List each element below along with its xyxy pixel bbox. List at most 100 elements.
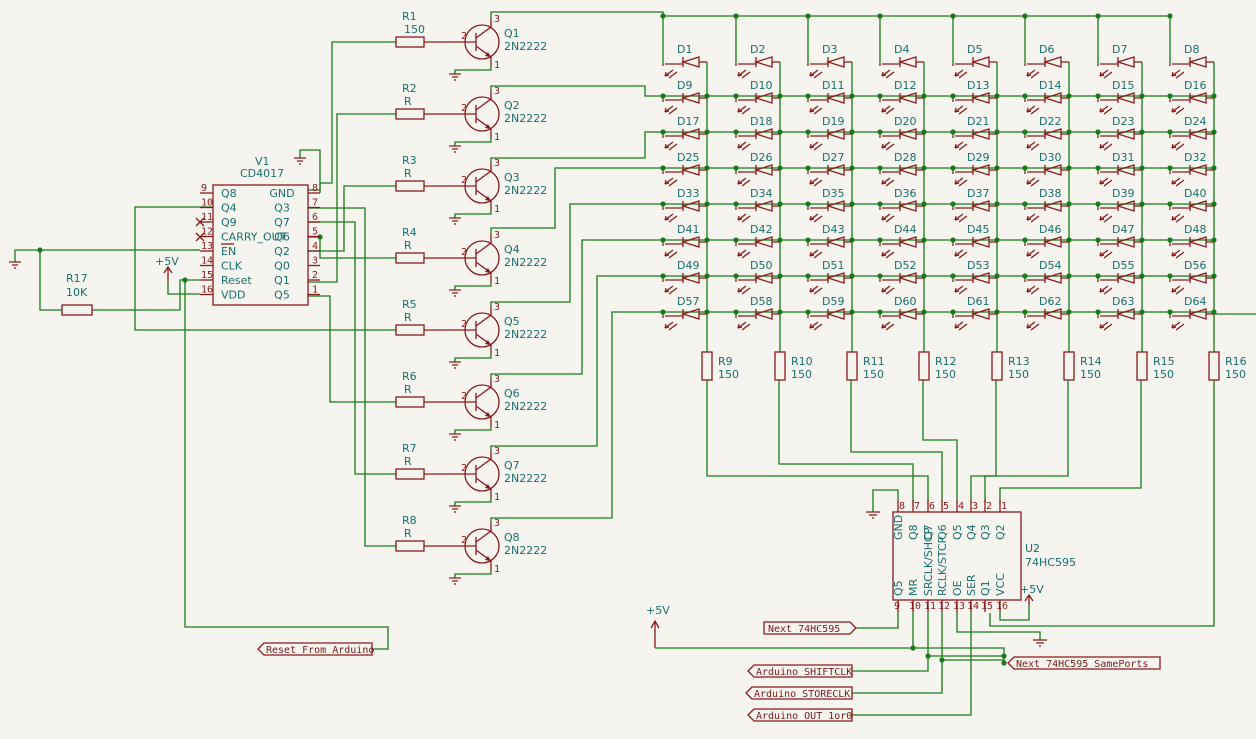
junction xyxy=(939,657,945,663)
led-diode: D15 xyxy=(1097,79,1142,115)
led-diode: D62 xyxy=(1024,295,1069,331)
diode-label: D42 xyxy=(750,223,772,236)
transistor-value: 2N2222 xyxy=(504,40,547,53)
junction xyxy=(1211,93,1217,99)
base-resistor-ref: R1 xyxy=(402,10,417,23)
led-diode: D54 xyxy=(1024,259,1069,295)
r17-body xyxy=(61,304,93,316)
led-diode: D26 xyxy=(735,151,780,187)
u1-pin-name: Q6 xyxy=(274,231,290,244)
transistor-ref: Q4 xyxy=(504,243,520,256)
u2-74hc595: U2 74HC595 xyxy=(892,511,1076,601)
u1-body xyxy=(212,184,309,306)
u1-pin-number: 12 xyxy=(201,227,213,238)
led-diode: D21 xyxy=(952,115,997,151)
label-arduino-out[interactable]: Arduino_OUT_1or0 xyxy=(747,708,853,722)
label-arduino-storeclk[interactable]: Arduino_STORECLK xyxy=(745,686,853,700)
junction xyxy=(877,165,883,171)
junction xyxy=(733,237,739,243)
junction xyxy=(877,201,883,207)
label-next-74hc595-sameports[interactable]: Next_74HC595_SamePorts xyxy=(1007,656,1161,670)
junction xyxy=(950,237,956,243)
diode-label: D4 xyxy=(894,43,909,56)
u2-pin-name: Q8 xyxy=(907,524,920,540)
diode-label: D58 xyxy=(750,295,772,308)
wire xyxy=(308,236,396,259)
junction xyxy=(704,273,710,279)
wire xyxy=(970,380,997,502)
u1-pin-name: Q8 xyxy=(221,187,237,200)
u2-pin-number: 16 xyxy=(996,601,1008,612)
led-diode: D64 xyxy=(1169,295,1214,331)
wire xyxy=(852,612,943,694)
wire xyxy=(856,612,899,629)
led-diode: D18 xyxy=(735,115,780,151)
diode-label: D9 xyxy=(677,79,692,92)
u2-pin-name: Q5 xyxy=(951,524,964,540)
u2-pin-number: 7 xyxy=(914,501,920,512)
led-diode: D34 xyxy=(735,187,780,223)
junction xyxy=(1139,129,1145,135)
u2-pin-number: 11 xyxy=(924,601,936,612)
wire xyxy=(454,210,492,218)
wire xyxy=(922,380,958,502)
u1-pin-number: 2 xyxy=(312,270,318,281)
transistor-value: 2N2222 xyxy=(504,328,547,341)
diode-label: D52 xyxy=(894,259,916,272)
junction xyxy=(1022,13,1028,19)
u2-pin-name: RCLK/STCP xyxy=(936,536,949,596)
u2-pin-name: Q5 xyxy=(892,580,905,596)
junction xyxy=(994,201,1000,207)
transistor-pin-base: 2 xyxy=(461,391,467,402)
junction xyxy=(877,273,883,279)
transistor-pin-emitter: 1 xyxy=(494,132,500,143)
label-reset-from-arduino[interactable]: Reset_From_Arduino xyxy=(257,642,374,656)
junction xyxy=(733,309,739,315)
diode-label: D64 xyxy=(1184,295,1206,308)
junction xyxy=(877,129,883,135)
led-diode: D24 xyxy=(1169,115,1214,151)
diode-label: D1 xyxy=(677,43,692,56)
junction xyxy=(1167,237,1173,243)
junction xyxy=(877,13,883,19)
u1-pin-name: Q3 xyxy=(274,202,290,215)
u1-pin-number: 14 xyxy=(201,256,213,267)
column-resistor-ref: R12 xyxy=(935,355,957,368)
led-diode: D2 xyxy=(735,43,780,79)
junction xyxy=(1095,129,1101,135)
diode-label: D39 xyxy=(1112,187,1134,200)
u2-pin-name: GND xyxy=(892,515,905,540)
junction xyxy=(733,165,739,171)
diode-label: D50 xyxy=(750,259,772,272)
led-diode: D60 xyxy=(879,295,924,331)
junction xyxy=(733,273,739,279)
wire xyxy=(956,612,1041,640)
led-diode: D55 xyxy=(1097,259,1142,295)
u2-pin-number: 4 xyxy=(958,501,964,512)
u2-pin-number: 2 xyxy=(986,501,992,512)
column-resistor-value: 150 xyxy=(863,368,884,381)
u1-pin-number: 15 xyxy=(201,270,213,281)
u1-pin-name: Reset xyxy=(221,274,252,287)
u2-pin-number: 1 xyxy=(1001,501,1007,512)
label-next-74hc595[interactable]: Next_74HC595 xyxy=(763,621,857,635)
label-shiftclk-text: Arduino_SHIFTCLK xyxy=(756,667,852,678)
led-diode: D23 xyxy=(1097,115,1142,151)
junction xyxy=(994,309,1000,315)
wire xyxy=(984,380,1069,502)
junction xyxy=(733,129,739,135)
led-diode: D42 xyxy=(735,223,780,259)
junction xyxy=(950,129,956,135)
junction xyxy=(777,237,783,243)
u1-value: CD4017 xyxy=(240,167,284,180)
label-storeclk-text: Arduino_STORECLK xyxy=(754,689,850,700)
junction xyxy=(704,309,710,315)
label-arduino-shiftclk[interactable]: Arduino_SHIFTCLK xyxy=(747,664,853,678)
column-resistor-value: 150 xyxy=(1225,368,1246,381)
base-resistor-value: 150 xyxy=(404,23,425,36)
u2-pin-name: VCC xyxy=(994,573,1007,596)
